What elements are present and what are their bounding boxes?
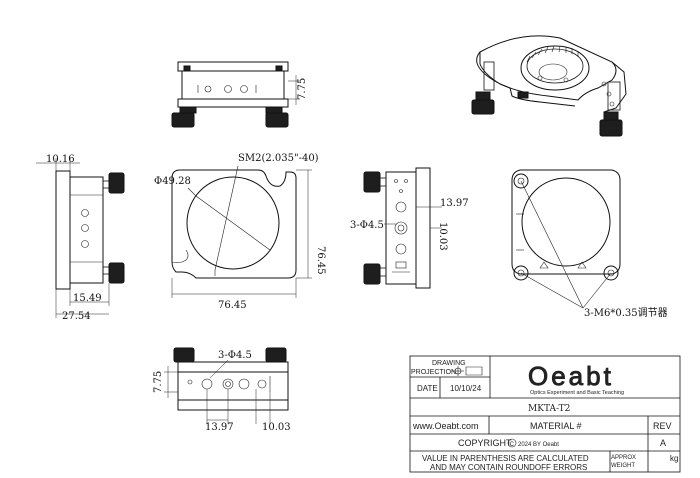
approx-label: APPROX (611, 455, 636, 461)
left-view-dim-bottom: 27.54 (62, 311, 91, 322)
note-line-1: VALUE IN PARENTHESIS ARE CALCULATED (422, 454, 589, 463)
material-label: MATERIAL # (530, 421, 582, 431)
bottom-height-dim: 7.75 (153, 371, 164, 393)
adjuster-knob (265, 347, 287, 363)
bottom-dim-a: 13.97 (205, 422, 234, 433)
date-label: DATE (417, 384, 438, 393)
adjuster-screw (603, 265, 619, 281)
adjuster-knob (599, 119, 623, 137)
top-view-height-dim: 7.75 (297, 78, 308, 100)
weight-unit: kg (670, 454, 678, 463)
rear-view: 3-M6*0.35调节器 (511, 169, 668, 319)
right-dim-b: 10.03 (437, 222, 448, 251)
left-side-view: 10.16 15.49 27.54 (36, 154, 125, 322)
left-view-dim-top: 10.16 (46, 154, 75, 165)
copyright-label: COPYRIGHT (458, 438, 512, 448)
front-thread-label: SM2(2.035"-40) (238, 153, 319, 164)
drawing-label: DRAWING (432, 360, 466, 367)
right-dim-a: 13.97 (440, 198, 469, 209)
bottom-holes-label: 3-Φ4.5 (218, 350, 252, 361)
adjuster-screw (513, 173, 529, 189)
bottom-dim-b: 10.03 (262, 422, 291, 433)
adjuster-screw (513, 265, 529, 281)
projection-label: PROJECTION (411, 369, 456, 376)
logo-subtitle: Optics Experiment and Basic Teaching (530, 390, 624, 396)
adjuster-knob (108, 172, 125, 194)
date-value: 10/10/24 (450, 384, 482, 393)
front-height-dim: 76.45 (315, 246, 326, 275)
adjuster-knob (171, 112, 195, 128)
lens-bore (186, 176, 280, 270)
adjuster-knob (108, 262, 125, 284)
rev-value: A (660, 438, 666, 448)
oeabt-logo: Oeabt Optics Experiment and Basic Teachi… (528, 361, 625, 396)
rev-label: REV (653, 421, 672, 431)
bottom-view: 3-Φ4.5 7.75 13.97 10.03 (153, 347, 291, 433)
adjuster-knob (173, 347, 195, 363)
svg-text:C: C (510, 442, 515, 448)
title-block: DRAWING PROJECTION DATE 10/10/24 Oeabt O… (409, 355, 681, 473)
front-width-dim: 76.45 (218, 300, 247, 311)
right-holes-label: 3-Φ4.5 (350, 220, 384, 231)
copyright-note: 2024 BY Oeabt (518, 442, 559, 448)
projection-symbol-icon (452, 366, 483, 376)
adjuster-knob (363, 263, 381, 285)
note-line-2: AND MAY CONTAIN ROUNDOFF ERRORS (430, 463, 587, 472)
rear-screws-label: 3-M6*0.35调节器 (584, 307, 668, 319)
front-view: SM2(2.035"-40) Φ49.28 76.45 76.45 (154, 153, 326, 311)
adjuster-knob (471, 99, 495, 115)
copyright-icon: C (507, 438, 517, 448)
front-diameter-label: Φ49.28 (154, 176, 191, 187)
adjuster-knob (265, 112, 289, 128)
top-view: 7.75 (171, 61, 308, 128)
adjuster-knob (363, 171, 381, 193)
logo-text: Oeabt (528, 361, 614, 391)
website-text: www.Oeabt.com (412, 421, 479, 431)
right-side-view: 3-Φ4.5 13.97 10.03 (350, 167, 469, 289)
isometric-view (471, 35, 627, 137)
part-number: MKTA-T2 (528, 404, 570, 414)
rear-bore (521, 177, 611, 267)
weight-label: WEIGHT (611, 463, 635, 469)
left-view-dim-mid: 15.49 (73, 293, 102, 304)
